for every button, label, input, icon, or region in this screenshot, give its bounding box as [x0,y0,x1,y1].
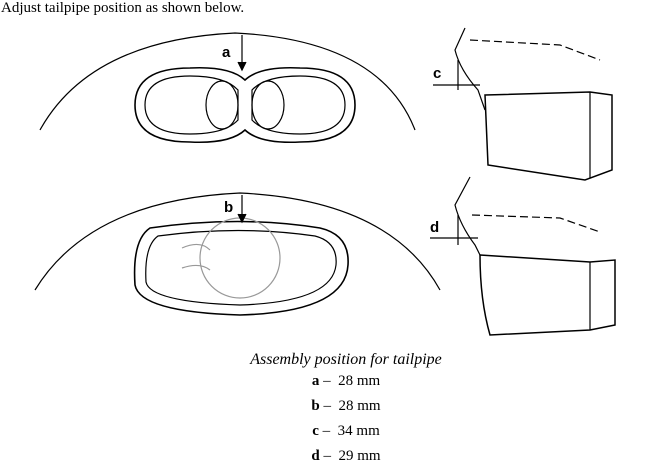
spec-dash: – [323,398,332,414]
spec-letter: a [311,373,320,389]
spec-value: 34 mm [337,423,380,439]
spec-letter: d [311,448,320,464]
spec-value: 29 mm [338,448,381,464]
side-view-c: c [433,27,613,181]
label-a: a [222,44,231,61]
spec-a: a – 28 mm [0,373,649,390]
label-c: c [433,65,441,82]
spec-letter: b [311,398,320,414]
spec-dash: – [323,373,331,389]
spec-c: c – 34 mm [0,423,649,440]
spec-dash: – [323,448,332,464]
label-b: b [224,199,233,216]
spec-value: 28 mm [338,398,381,414]
spec-value: 28 mm [338,373,381,389]
spec-dash: – [322,423,331,439]
rear-view-single-tailpipe: b [34,192,441,316]
diagram-caption: Assembly position for tailpipe [250,351,442,368]
rear-view-dual-tailpipe: a [39,32,416,144]
spec-letter: c [312,423,319,439]
label-d: d [430,219,439,236]
spec-b: b – 28 mm [0,398,649,415]
instruction-text: Adjust tailpipe position as shown below. [1,0,245,16]
side-view-d: d [430,176,616,336]
spec-d: d – 29 mm [0,448,649,465]
